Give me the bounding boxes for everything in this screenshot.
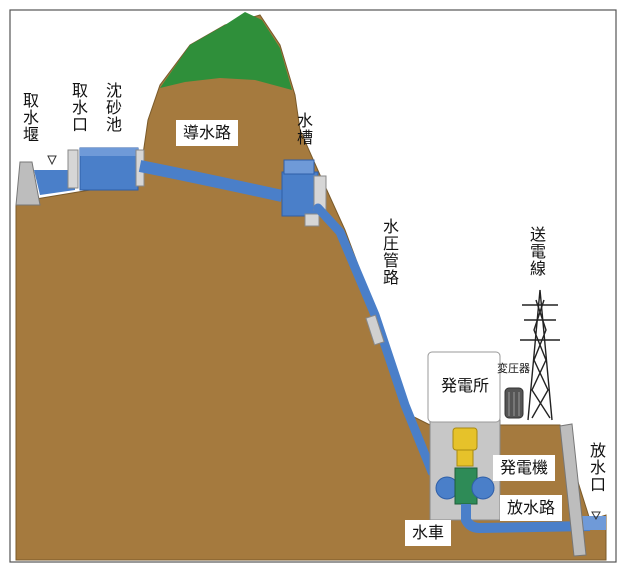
turbine-right	[471, 476, 495, 500]
powerhouse-label: 発電所	[441, 376, 490, 395]
outlet-wall	[559, 423, 587, 557]
transformer-label: 変圧器	[497, 362, 530, 375]
turbine-label: 水車	[405, 520, 452, 546]
intake-gate	[67, 149, 79, 189]
intake-label: 取水口	[69, 82, 88, 133]
intake-weir-label: 取水堰	[20, 92, 39, 143]
penstock-anchor	[365, 314, 385, 346]
mountain-top	[160, 12, 292, 90]
head-tank-top	[283, 159, 315, 175]
headrace-label: 導水路	[176, 120, 239, 146]
head-tank-label: 水槽	[294, 112, 313, 146]
generator-shaft	[456, 449, 474, 467]
head-tank	[281, 171, 319, 217]
generator-unit	[452, 427, 478, 451]
generator-label: 発電機	[493, 455, 556, 481]
penstock-label: 水圧管路	[380, 218, 399, 286]
head-tank-base	[304, 213, 320, 227]
powerhouse-building	[427, 351, 501, 423]
river-water-upstream	[34, 170, 75, 195]
intake-weir-structure	[15, 161, 41, 206]
outlet-label: 放水口	[587, 442, 606, 493]
settling-basin-top	[80, 148, 138, 156]
settling-basin-label: 沈砂池	[103, 82, 122, 133]
headrace-tunnel	[138, 160, 284, 202]
outlet-water-level-mark	[591, 511, 601, 521]
transmission-line-label: 送電線	[527, 226, 546, 277]
water-level-mark	[47, 155, 57, 166]
tailrace-channel	[461, 504, 591, 534]
tailrace-label: 放水路	[500, 495, 563, 521]
transmission-tower	[520, 289, 560, 421]
